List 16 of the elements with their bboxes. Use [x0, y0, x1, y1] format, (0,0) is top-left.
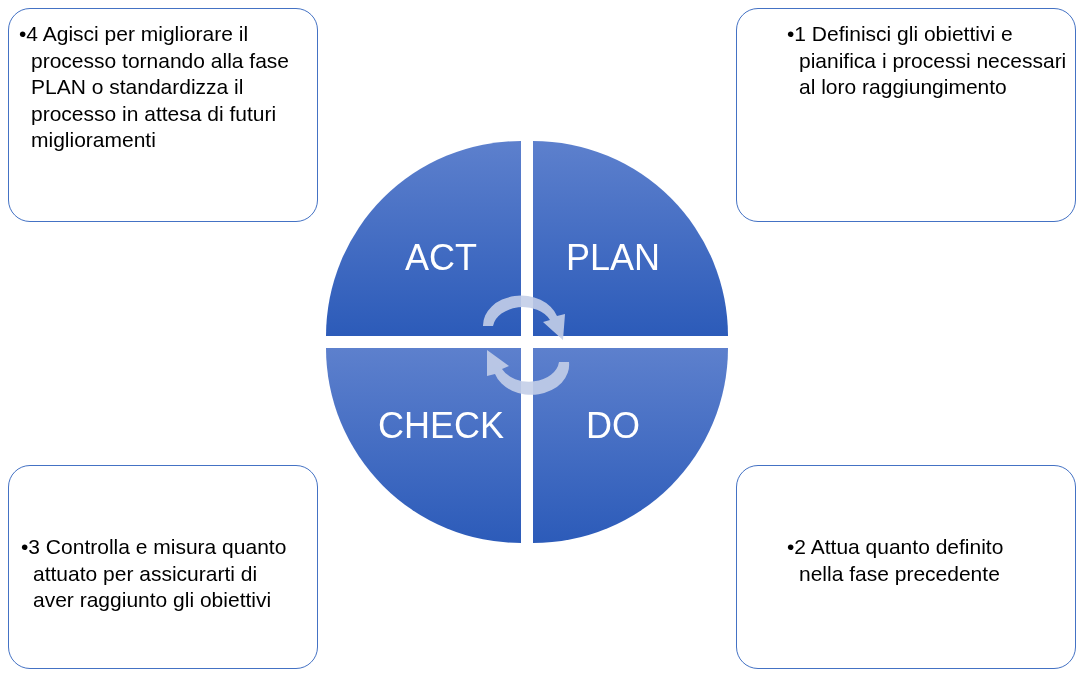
quadrant-sector: [326, 348, 521, 543]
bullet-text: •3 Controlla e misura quanto attuato per assicurarti di aver raggiunto gli obiettivi: [21, 534, 288, 613]
text-box: [736, 8, 1076, 222]
phase-label: DO: [586, 406, 640, 446]
quadrant-sector: [533, 141, 728, 336]
text-box: [736, 465, 1076, 669]
phase-label: ACT: [405, 238, 477, 278]
bullet-text: •4 Agisci per migliorare il processo tornando alla fase PLAN o standardizza il processo in attesa di futuri miglioramenti: [19, 21, 290, 153]
quadrant-sector: [326, 141, 521, 336]
phase-label: CHECK: [378, 406, 504, 446]
phase-label: PLAN: [566, 238, 660, 278]
bullet-text: •1 Definisci gli obiettivi e pianifica i processi necessari al loro raggiungimento: [787, 21, 1068, 100]
text-box: [8, 465, 318, 669]
quadrant-sector: [533, 348, 728, 543]
bullet-text: •2 Attua quanto definito nella fase precedente: [787, 534, 1005, 587]
text-box: [8, 8, 318, 222]
